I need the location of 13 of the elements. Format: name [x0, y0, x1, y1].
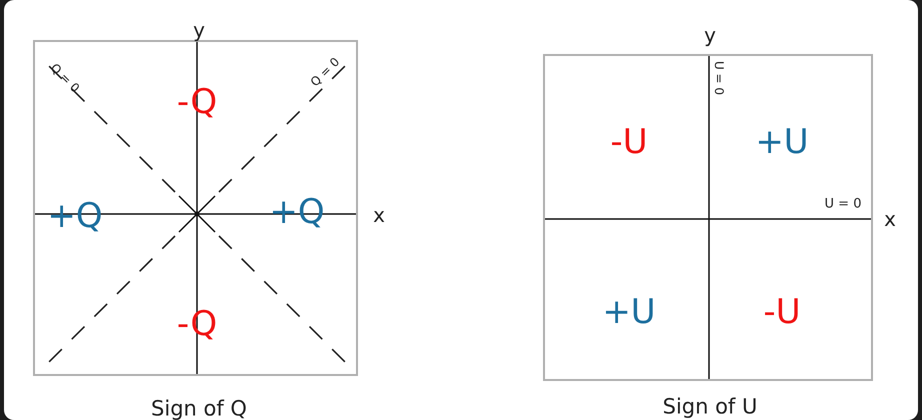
plot-caption: Sign of Q — [151, 398, 247, 420]
quadrant-sign: +U — [602, 295, 656, 329]
axis-label: x — [884, 209, 896, 229]
axis-label: Q = 0 — [308, 55, 342, 89]
axis-label: y — [704, 25, 716, 45]
axis-label: U = 0 — [824, 198, 862, 210]
quadrant-sign: +U — [755, 125, 809, 159]
axis-label: y — [193, 20, 205, 40]
axis-label: x — [373, 205, 385, 225]
quadrant-sign: -U — [610, 125, 648, 159]
plot-caption: Sign of U — [662, 396, 758, 418]
quadrant-sign: -U — [763, 295, 801, 329]
axis-label: U = 0 — [713, 60, 725, 96]
